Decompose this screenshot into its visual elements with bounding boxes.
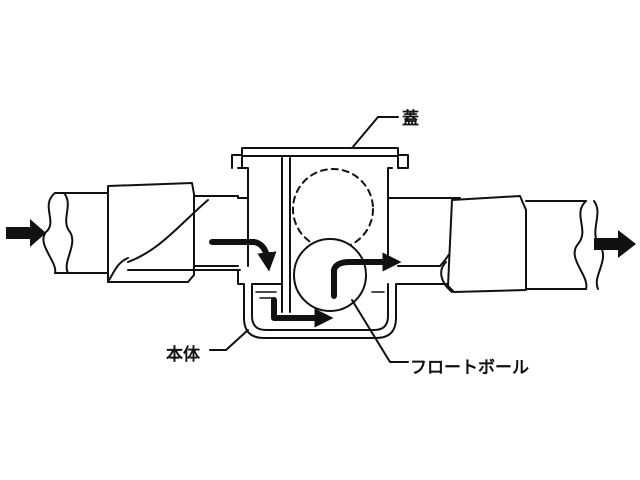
arrow-right-icon: [594, 230, 636, 258]
flow-arrow-down: [209, 239, 277, 272]
float-ball: [293, 238, 367, 312]
trap-body: [237, 157, 461, 339]
body-label: 本体: [166, 345, 200, 365]
body-leader: [209, 329, 249, 351]
float-leader: [351, 299, 409, 363]
flow-arrow-under: [271, 297, 334, 328]
inlet-pipe: [42, 192, 111, 274]
arrow-right-icon: [6, 219, 46, 247]
lid-leader: [351, 116, 399, 149]
lid-label: 蓋: [402, 109, 419, 129]
inlet-coupling: [107, 182, 195, 283]
inlet-joint-pipe: [127, 195, 241, 271]
flow-arrow-up: [331, 252, 402, 299]
outlet-pipe: [525, 200, 605, 290]
float-ball-raised: [292, 168, 374, 250]
lid: [231, 147, 409, 169]
outlet-coupling: [440, 195, 527, 293]
float-ball-label: フロートボール: [410, 358, 529, 378]
